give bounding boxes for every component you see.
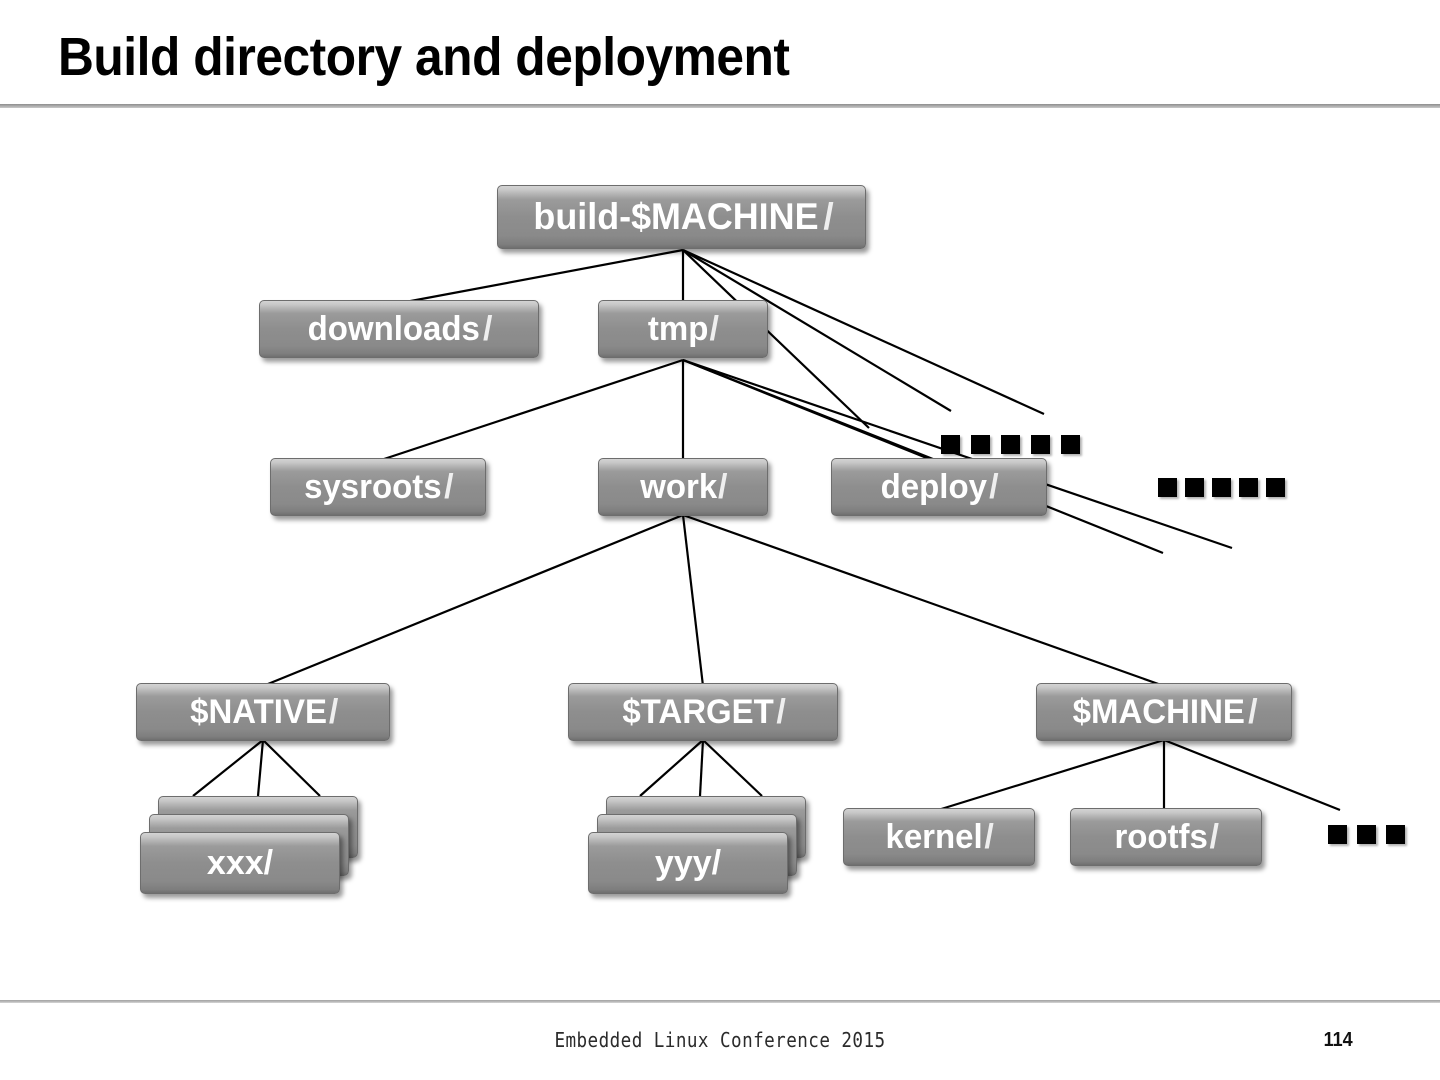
stack-card-front[interactable]: xxx/ [140,832,340,894]
node-label: $MACHINE [1073,692,1246,731]
ellipsis-square [1357,825,1376,844]
edge-target-stack-c [702,739,763,797]
footer-conference-label: Embedded Linux Conference 2015 [554,1028,886,1052]
node-tmp[interactable]: tmp/ [598,300,768,358]
node-label: rootfs [1114,817,1208,856]
ellipsis-machine-more [1328,825,1405,844]
node-label: $NATIVE [189,692,327,731]
node-label: yyy [654,843,712,882]
edge-native-stack-c [262,739,321,797]
node-kernel[interactable]: kernel/ [843,808,1035,866]
node-slash: / [328,692,339,731]
ellipsis-square [1185,478,1204,497]
node-label: tmp [648,309,709,348]
ellipsis-square [1239,478,1258,497]
node-build-machine[interactable]: build-$MACHINE/ [497,185,866,249]
edge-machine-more [1163,738,1341,812]
node-label: deploy [881,467,988,506]
ellipsis-square [1328,825,1347,844]
ellipsis-square [971,435,990,454]
node-target[interactable]: $TARGET/ [568,683,838,741]
node-label: kernel [885,817,983,856]
node-label: sysroots [304,467,443,506]
ellipsis-square [1061,435,1080,454]
edge-tmp-more-b [682,358,1233,550]
ellipsis-square [1266,478,1285,497]
edge-target-stack-b [698,739,705,797]
edge-work-target [681,514,705,687]
ellipsis-square [1031,435,1050,454]
edge-machine-kernel [937,738,1165,812]
node-slash: / [1209,817,1219,856]
node-deploy[interactable]: deploy/ [831,458,1047,516]
edge-tmp-deploy [682,358,939,463]
stack-card-front[interactable]: yyy/ [588,832,788,894]
node-label: downloads [308,309,481,348]
node-label: work [639,467,717,506]
edge-native-stack-a [192,739,264,797]
ellipsis-build-more [941,435,1080,454]
header-divider [0,104,1440,108]
node-stack-xxx[interactable]: xxx/ [140,796,360,901]
node-downloads[interactable]: downloads/ [259,300,539,358]
node-slash: / [263,843,274,882]
node-label: build-$MACHINE [533,196,819,237]
footer-divider [0,1000,1440,1003]
node-slash: / [444,467,454,506]
ellipsis-square [941,435,960,454]
edge-tmp-more-a [682,358,1164,555]
ellipsis-tmp-more [1158,478,1285,497]
page-title: Build directory and deployment [58,27,790,87]
ellipsis-square [1212,478,1231,497]
node-machine[interactable]: $MACHINE/ [1036,683,1292,741]
node-sysroots[interactable]: sysroots/ [270,458,486,516]
ellipsis-square [1001,435,1020,454]
edge-native-stack-b [256,739,265,797]
node-work[interactable]: work/ [598,458,768,516]
edge-work-machine [682,513,1165,688]
node-rootfs[interactable]: rootfs/ [1070,808,1262,866]
node-slash: / [709,309,719,348]
node-label: $TARGET [622,692,775,731]
edge-work-native [262,513,684,688]
ellipsis-square [1386,825,1405,844]
page-number: 114 [1323,1029,1353,1051]
node-native[interactable]: $NATIVE/ [136,683,390,741]
node-slash: / [823,196,834,237]
directory-tree-diagram: build-$MACHINE/ downloads/ tmp/ sysroots… [0,110,1440,995]
node-slash: / [989,467,999,506]
node-slash: / [717,467,728,506]
node-slash: / [711,843,722,882]
node-slash: / [483,309,493,348]
node-slash: / [1248,692,1258,731]
edge-target-stack-a [639,739,704,797]
edge-build-downloads [399,248,684,305]
node-slash: / [984,817,994,856]
node-stack-yyy[interactable]: yyy/ [588,796,808,901]
node-slash: / [776,692,786,731]
ellipsis-square [1158,478,1177,497]
edge-tmp-sysroots [377,358,684,463]
node-label: xxx [206,843,264,882]
